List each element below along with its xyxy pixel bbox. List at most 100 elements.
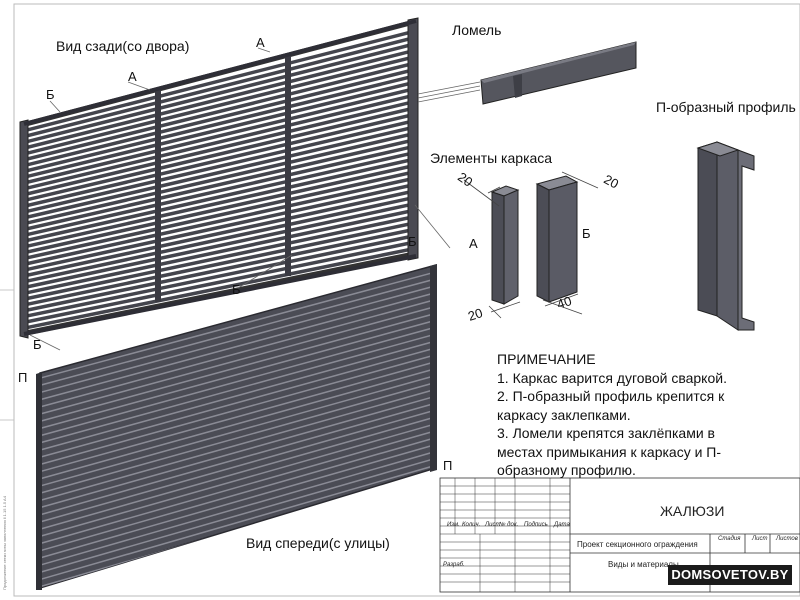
back-slat — [28, 79, 414, 180]
frame-elements-label: Элементы каркаса — [430, 150, 553, 166]
front-slat-highlight — [40, 283, 436, 396]
back-slat — [28, 136, 414, 233]
back-slat — [28, 34, 414, 140]
back-bottom-rail — [23, 254, 417, 336]
notes-block: ПРИМЕЧАНИЕ 1. Каркас варится дуговой сва… — [497, 350, 777, 480]
back-slat — [28, 60, 414, 163]
front-slat-highlight — [40, 332, 436, 447]
back-slat — [28, 156, 414, 250]
note-line: 2. П-образный профиль крепится к — [497, 388, 725, 404]
back-slat — [28, 220, 414, 308]
back-slat — [28, 85, 414, 186]
lamella-piece — [480, 41, 637, 105]
note-line: образному профилю. — [497, 462, 636, 478]
front-slat-highlight — [40, 435, 436, 555]
back-slat — [28, 53, 414, 157]
front-slat-highlight — [40, 449, 436, 569]
back-slat — [28, 124, 414, 221]
frame-element-b — [535, 175, 579, 303]
front-slat-highlight — [40, 339, 436, 454]
note-line: каркасу заклепками. — [497, 406, 631, 423]
back-slat — [28, 111, 414, 209]
back-view-panel — [19, 17, 419, 339]
front-slat-highlight — [40, 325, 436, 440]
title-block-sheet-name: Виды и материалы — [608, 560, 679, 569]
front-slat-highlight — [40, 401, 436, 519]
front-slat-highlight — [40, 421, 436, 540]
front-slat-highlight — [40, 345, 436, 461]
mark-b-right: Б — [408, 234, 417, 249]
col-izm: Изм. — [447, 522, 460, 528]
note-line: 1. Каркас варится дуговой сваркой. — [497, 369, 727, 386]
back-slat — [28, 213, 414, 302]
front-slat-highlight — [40, 428, 436, 548]
note-line: 3. Ломели крепятся заклёпками в — [497, 425, 715, 441]
back-slat — [28, 200, 414, 291]
front-slat-highlight — [40, 366, 436, 483]
mark-p-left: П — [18, 370, 28, 385]
front-slat-highlight — [40, 387, 436, 504]
u-profile — [696, 141, 755, 331]
back-slat — [28, 40, 414, 146]
back-slat — [28, 181, 414, 273]
mark-p-right: П — [443, 458, 453, 473]
front-slat-highlight — [40, 442, 436, 562]
mark-b-topleft: Б — [46, 87, 55, 102]
front-slats — [40, 270, 436, 588]
front-slat-highlight — [40, 373, 436, 490]
margin-text: Продолжение сетки зоны заполнения ll 1.1… — [2, 496, 7, 590]
col-stage: Стадия — [718, 536, 741, 542]
back-view-label: Вид сзади(со двора) — [56, 38, 190, 54]
back-top-rail — [23, 19, 417, 126]
front-slat-highlight — [40, 414, 436, 533]
front-panel-edge — [36, 372, 42, 590]
watermark-logo: DOMSOVETOV.BY — [668, 565, 792, 585]
front-slat-highlight — [40, 408, 436, 526]
back-slat — [28, 98, 414, 198]
notes-heading: ПРИМЕЧАНИЕ — [497, 351, 596, 367]
mark-a-left: А — [128, 69, 137, 84]
mark-b-bottom: Б — [232, 282, 241, 297]
lamella-label: Ломель — [452, 22, 502, 38]
back-slat — [28, 149, 414, 244]
front-slat-highlight — [40, 352, 436, 468]
front-slat-highlight — [40, 304, 436, 418]
row-razrab: Разраб. — [443, 562, 465, 568]
back-slat — [28, 245, 414, 331]
front-slat-highlight — [40, 276, 436, 389]
back-left-post — [19, 119, 29, 339]
back-slat — [28, 239, 414, 325]
frame-element-a — [490, 185, 520, 305]
front-slat-highlight — [40, 359, 436, 476]
front-slat-highlight — [40, 318, 436, 432]
col-sign: Подпись — [524, 522, 548, 528]
back-slat — [28, 66, 414, 169]
col-sheet: Лист — [752, 536, 768, 542]
title-block-title: ЖАЛЮЗИ — [660, 503, 725, 519]
front-view-panel — [36, 264, 437, 590]
mark-a-element: А — [469, 236, 478, 251]
note-line: местах примыкания к каркасу и П- — [497, 443, 722, 460]
front-slat-highlight — [40, 463, 436, 584]
col-date: Дата — [554, 522, 570, 528]
u-profile-label: П-образный профиль — [656, 99, 796, 115]
col-list: Лист — [485, 522, 501, 528]
back-right-post — [407, 17, 419, 261]
leader-lines — [29, 47, 481, 383]
mark-a-top: А — [256, 35, 265, 50]
back-slat — [28, 162, 414, 256]
front-slat-highlight — [40, 311, 436, 425]
front-slat-highlight — [40, 270, 436, 382]
mark-b-element: Б — [582, 226, 591, 241]
back-slat — [28, 168, 414, 262]
col-kol: Колич. — [462, 522, 481, 528]
back-slat — [28, 143, 414, 238]
back-slat — [28, 175, 414, 267]
front-slat-highlight — [40, 290, 436, 404]
back-slat — [28, 232, 414, 320]
title-block — [439, 477, 800, 593]
sheet-border — [13, 3, 800, 597]
title-block-project: Проект секционного ограждения — [577, 540, 698, 549]
front-slat-highlight — [40, 380, 436, 497]
